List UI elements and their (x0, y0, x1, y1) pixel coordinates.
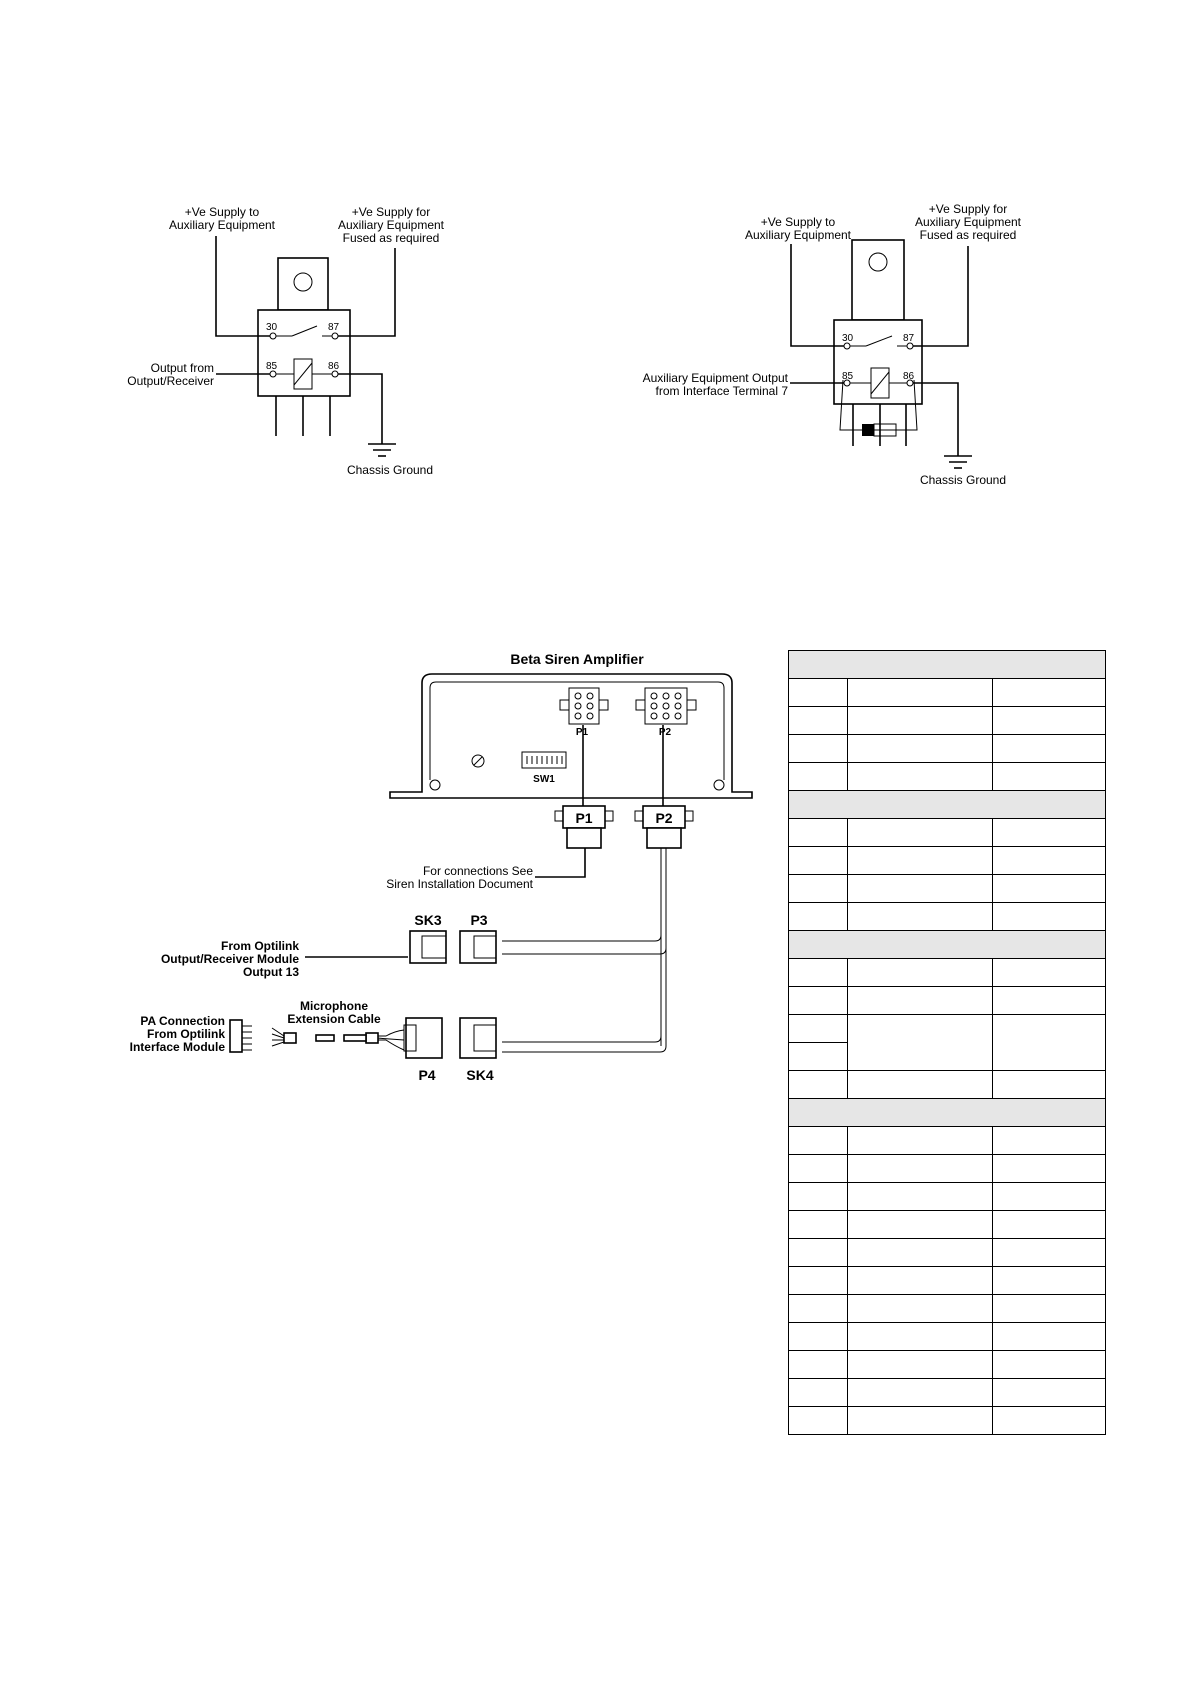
table-row (788, 734, 1106, 763)
left-pin-30: 30 (266, 322, 278, 333)
table-row (788, 1182, 1106, 1211)
relay-left: +Ve Supply to Auxiliary Equipment +Ve Su… (127, 205, 444, 477)
left-pin-87: 87 (328, 322, 340, 333)
right-supply-to-line1: +Ve Supply to (761, 215, 836, 229)
right-output-from-line2: from Interface Terminal 7 (656, 384, 789, 398)
table-row (788, 958, 1106, 987)
right-pin-86: 86 (903, 371, 915, 382)
left-supply-for-line2: Auxiliary Equipment (338, 218, 445, 232)
left-pin-85: 85 (266, 361, 278, 372)
left-supply-to-line1: +Ve Supply to (185, 205, 260, 219)
right-output-from-line1: Auxiliary Equipment Output (643, 371, 789, 385)
p4-connector (405, 1017, 443, 1059)
pa-plug (229, 1019, 243, 1053)
right-supply-to-line2: Auxiliary Equipment (745, 228, 852, 242)
relay-tab (851, 239, 905, 321)
left-ground-label: Chassis Ground (347, 463, 433, 477)
optilink-line2: Output/Receiver Module (161, 952, 299, 966)
sw1-label: SW1 (533, 774, 555, 785)
table-row (788, 678, 1106, 707)
adjust-screw (471, 754, 485, 768)
table-row (788, 1294, 1106, 1323)
table-row (788, 706, 1106, 735)
table-row (788, 1014, 1106, 1071)
relay-mount-hole (293, 272, 313, 292)
sk3-label: SK3 (414, 912, 441, 928)
table-row (788, 1126, 1106, 1155)
left-output-from-line2: Output/Receiver (127, 374, 214, 388)
table-section-header (788, 650, 1106, 679)
p2-plug-label: P2 (655, 810, 672, 826)
table-row (788, 1266, 1106, 1295)
right-pin-85: 85 (842, 371, 854, 382)
table-section-header (788, 930, 1106, 959)
siren-amplifier-diagram: Beta Siren Amplifier SW1 P1 P2 (130, 651, 753, 1083)
relay-right: +Ve Supply to Auxiliary Equipment +Ve Su… (643, 202, 1022, 487)
relay-body (833, 319, 923, 405)
p3-label: P3 (470, 912, 487, 928)
p2-small-label: P2 (659, 727, 672, 738)
table-row (788, 1238, 1106, 1267)
p1-plug-label: P1 (575, 810, 592, 826)
see-note-line1: For connections See (423, 864, 533, 878)
table-row (788, 762, 1106, 791)
left-supply-to-line2: Auxiliary Equipment (169, 218, 276, 232)
see-note-line2: Siren Installation Document (386, 877, 533, 891)
table-row (788, 1042, 1106, 1071)
amplifier-housing (389, 673, 753, 799)
table-row (788, 1350, 1106, 1379)
diode (862, 424, 874, 436)
microphone-line2: Extension Cable (287, 1012, 381, 1026)
table-row (788, 902, 1106, 931)
table-row (788, 1406, 1106, 1435)
relay-tab (277, 257, 329, 311)
cable-break (315, 1034, 335, 1042)
pa-line2: From Optilink (147, 1027, 225, 1041)
right-supply-for-line1: +Ve Supply for (929, 202, 1007, 216)
table-row (788, 1210, 1106, 1239)
left-supply-for-line1: +Ve Supply for (352, 205, 430, 219)
table-row (788, 1322, 1106, 1351)
table-row (788, 818, 1106, 847)
table-section-header (788, 1098, 1106, 1127)
sk4-label: SK4 (466, 1067, 493, 1083)
table-section-header (788, 790, 1106, 819)
table-row (788, 846, 1106, 875)
relay-body (257, 309, 351, 397)
cable-ferrule (365, 1032, 379, 1044)
optilink-line3: Output 13 (243, 965, 299, 979)
right-supply-for-line2: Auxiliary Equipment (915, 215, 1022, 229)
microphone-line1: Microphone (300, 999, 368, 1013)
p4-label: P4 (418, 1067, 435, 1083)
table-row (788, 1378, 1106, 1407)
table-row (788, 986, 1106, 1015)
connection-table (788, 650, 1106, 1435)
right-supply-for-line3: Fused as required (920, 228, 1017, 242)
left-output-from-line1: Output from (151, 361, 214, 375)
left-pin-86: 86 (328, 361, 340, 372)
left-supply-for-line3: Fused as required (343, 231, 440, 245)
optilink-line1: From Optilink (221, 939, 299, 953)
table-row (788, 1070, 1106, 1099)
table-row (788, 874, 1106, 903)
pa-line3: Interface Module (130, 1040, 226, 1054)
right-pin-30: 30 (842, 333, 854, 344)
dip-switch-sw1 (521, 751, 567, 769)
amplifier-title: Beta Siren Amplifier (510, 651, 644, 667)
right-pin-87: 87 (903, 333, 915, 344)
table-row (788, 1154, 1106, 1183)
pa-line1: PA Connection (140, 1014, 225, 1028)
right-ground-label: Chassis Ground (920, 473, 1006, 487)
sk4-connector (459, 1017, 497, 1059)
relay-mount-hole (868, 252, 888, 272)
